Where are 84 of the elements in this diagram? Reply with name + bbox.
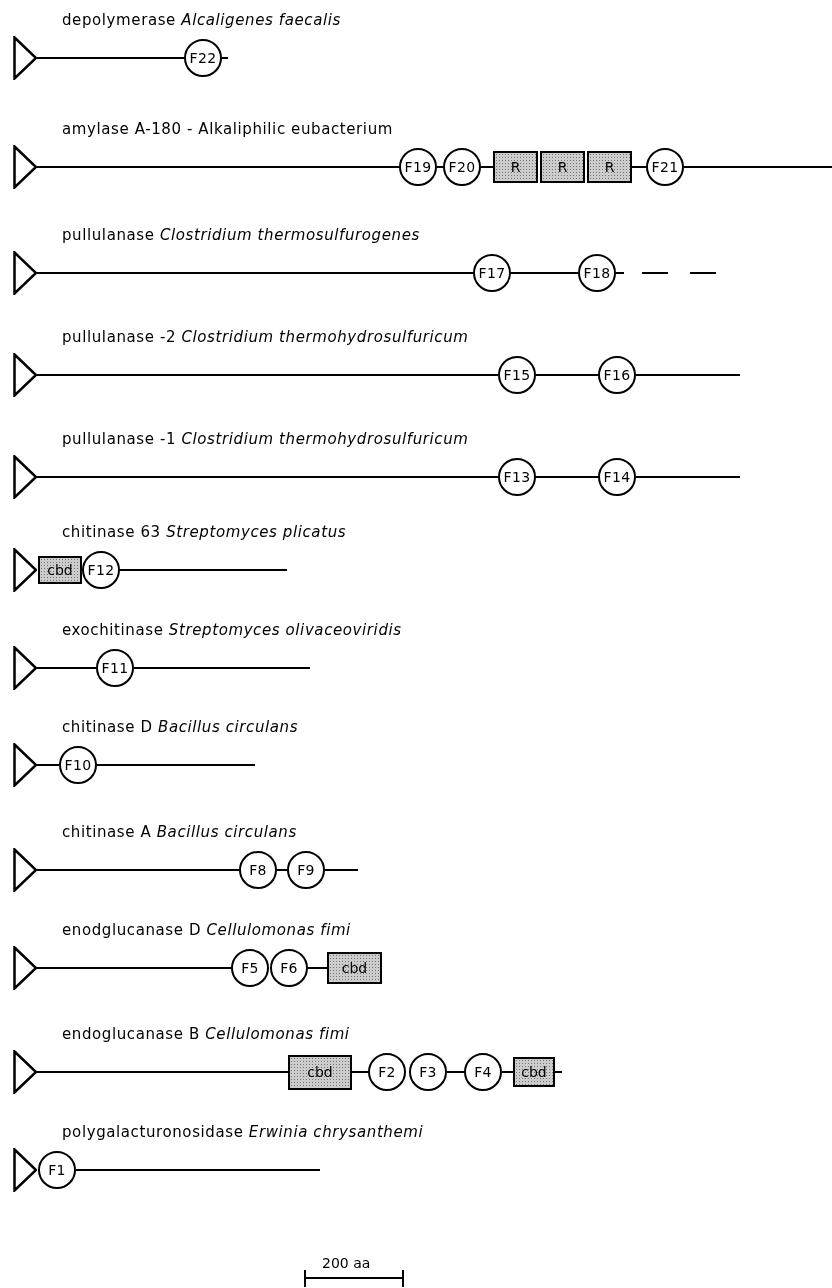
domain-circle: F5 <box>231 949 269 987</box>
connector-line <box>554 1071 563 1073</box>
signal-triangle <box>13 145 37 189</box>
domain-circle: F22 <box>184 39 222 77</box>
connector-line <box>133 667 311 669</box>
connector-line <box>75 1169 321 1171</box>
connector-line <box>36 667 97 669</box>
connector-line <box>480 166 494 168</box>
signal-triangle <box>13 455 37 499</box>
protein-title: chitinase 63 Streptomyces plicatus <box>62 523 347 541</box>
domain-circle: F14 <box>598 458 636 496</box>
signal-triangle <box>13 251 37 295</box>
connector-line <box>36 869 240 871</box>
protein-title: depolymerase Alcaligenes faecalis <box>62 11 341 29</box>
connector-line <box>436 166 444 168</box>
domain-circle: F18 <box>578 254 616 292</box>
domain-circle: F15 <box>498 356 536 394</box>
protein-title: exochitinase Streptomyces olivaceoviridis <box>62 621 402 639</box>
domain-box: cbd <box>513 1057 555 1087</box>
domain-circle: F13 <box>498 458 536 496</box>
domain-box: R <box>587 151 632 183</box>
protein-title: endoglucanase B Cellulomonas fimi <box>62 1025 350 1043</box>
signal-triangle <box>13 353 37 397</box>
connector-line <box>36 57 185 59</box>
signal-triangle <box>13 1050 37 1094</box>
signal-triangle <box>13 646 37 690</box>
connector-line <box>535 374 599 376</box>
domain-circle: F12 <box>82 551 120 589</box>
connector-line <box>683 166 832 168</box>
connector-line <box>324 869 359 871</box>
connector-line <box>631 166 647 168</box>
connector-line <box>351 1071 369 1073</box>
domain-box: R <box>540 151 585 183</box>
protein-title: pullulanase -2 Clostridium thermohydrosulfuricum <box>62 328 469 346</box>
domain-circle: F8 <box>239 851 277 889</box>
domain-circle: F10 <box>59 746 97 784</box>
connector-line <box>36 166 400 168</box>
connector-line <box>635 476 741 478</box>
domain-box: cbd <box>288 1054 352 1090</box>
signal-triangle <box>13 743 37 787</box>
protein-title: polygalacturonosidase Erwinia chrysanthemi <box>62 1123 424 1141</box>
domain-circle: F11 <box>96 649 134 687</box>
connector-line <box>36 967 232 969</box>
domain-circle: F6 <box>270 949 308 987</box>
signal-triangle <box>13 548 37 592</box>
connector-line <box>510 272 579 274</box>
domain-circle: F21 <box>646 148 684 186</box>
connector-line <box>446 1071 465 1073</box>
connector-line <box>36 476 499 478</box>
connector-line <box>119 569 288 571</box>
connector-line <box>36 1071 289 1073</box>
signal-triangle <box>13 36 37 80</box>
connector-line <box>635 374 741 376</box>
domain-circle: F1 <box>38 1151 76 1189</box>
connector-line <box>221 57 229 59</box>
domain-circle: F19 <box>399 148 437 186</box>
signal-triangle <box>13 848 37 892</box>
connector-line <box>307 967 328 969</box>
connector-line <box>535 476 599 478</box>
connector-line <box>36 374 499 376</box>
protein-title: pullulanase Clostridium thermosulfurogenes <box>62 226 420 244</box>
domain-circle: F20 <box>443 148 481 186</box>
protein-title: chitinase A Bacillus circulans <box>62 823 297 841</box>
domain-box: R <box>493 151 538 183</box>
connector-line <box>276 869 288 871</box>
domain-circle: F17 <box>473 254 511 292</box>
connector-line <box>96 764 256 766</box>
domain-circle: F2 <box>368 1053 406 1091</box>
domain-box: cbd <box>327 952 382 984</box>
signal-triangle <box>13 946 37 990</box>
domain-circle: F3 <box>409 1053 447 1091</box>
domain-circle: F9 <box>287 851 325 889</box>
protein-title: amylase A-180 - Alkaliphilic eubacterium <box>62 120 393 138</box>
protein-title: pullulanase -1 Clostridium thermohydrosulfuricum <box>62 430 469 448</box>
signal-triangle <box>13 1148 37 1192</box>
connector-line <box>36 764 60 766</box>
domain-circle: F16 <box>598 356 636 394</box>
domain-circle: F4 <box>464 1053 502 1091</box>
connector-line <box>36 272 474 274</box>
protein-title: chitinase D Bacillus circulans <box>62 718 299 736</box>
connector-line <box>501 1071 514 1073</box>
domain-box: cbd <box>38 556 82 584</box>
scale-label: 200 aa <box>322 1255 371 1271</box>
protein-title: enodglucanase D Cellulomonas fimi <box>62 921 351 939</box>
